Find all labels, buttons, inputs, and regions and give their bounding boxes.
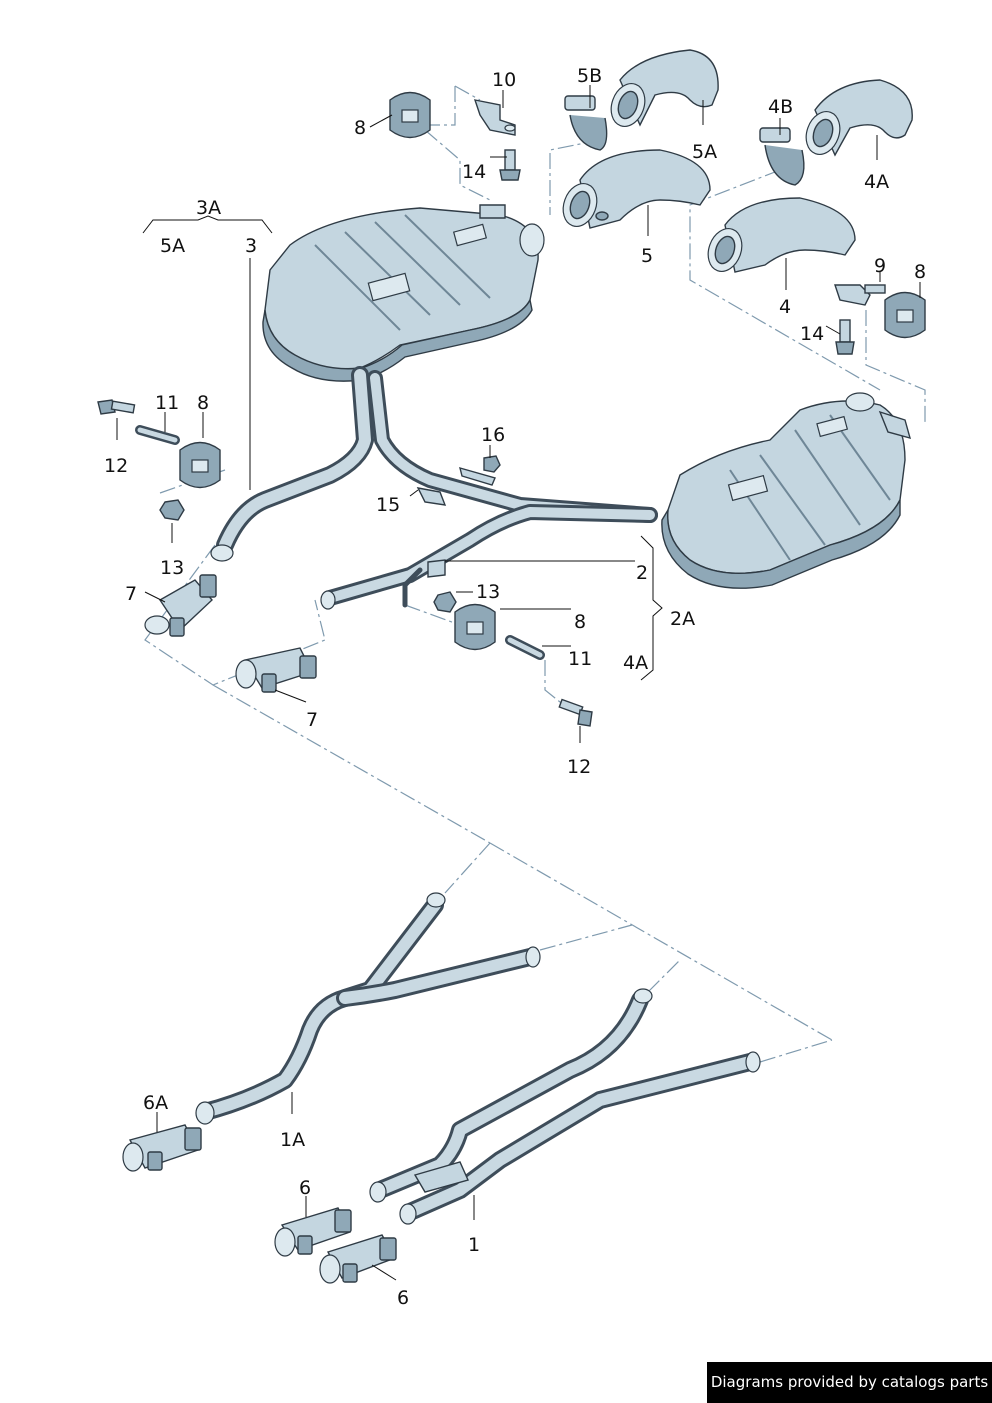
callout-16: 16	[481, 424, 505, 446]
bracket-10	[473, 99, 516, 136]
rear-muffler-left	[262, 204, 545, 382]
callout-10: 10	[492, 69, 516, 91]
bolt-14-right	[835, 319, 855, 355]
front-pipe-1	[369, 988, 761, 1225]
nut-16	[483, 455, 501, 473]
rear-muffler-right	[661, 392, 912, 589]
callout-11-left: 11	[155, 392, 179, 414]
spacer-11-left	[135, 425, 180, 445]
front-pipe-1A	[195, 892, 541, 1125]
callout-14-right: 14	[800, 323, 824, 345]
clamp-6-top	[274, 1207, 352, 1257]
tailpipe-4A	[805, 79, 913, 157]
callout-8-top: 8	[354, 117, 366, 139]
callout-14-top: 14	[462, 161, 486, 183]
callout-8-mid: 8	[574, 611, 586, 633]
callout-2: 2	[636, 562, 648, 584]
catalog-credit-banner: Diagrams provided by catalogs parts	[707, 1362, 992, 1403]
callout-6-bottom: 6	[397, 1287, 409, 1309]
rubber-hanger-8-top	[389, 91, 431, 139]
callout-6-top: 6	[299, 1177, 311, 1199]
callout-13-left: 13	[160, 557, 184, 579]
bolt-14-top	[499, 149, 521, 181]
callout-4B: 4B	[768, 96, 793, 118]
clamp-7-mid	[235, 647, 317, 693]
callout-15: 15	[376, 494, 400, 516]
bolt-12-mid	[558, 698, 593, 727]
callout-5: 5	[641, 245, 653, 267]
pipe-center-section	[320, 370, 658, 610]
callout-13-mid: 13	[476, 581, 500, 603]
callout-4A-mid: 4A	[623, 652, 648, 674]
callout-3A: 3A	[196, 197, 221, 219]
bolt-12-left	[97, 399, 136, 415]
clamp-6A	[122, 1124, 202, 1172]
callout-1A: 1A	[280, 1129, 305, 1151]
nut-13-mid	[433, 591, 457, 613]
callout-4: 4	[779, 296, 791, 318]
callout-4A-top: 4A	[864, 171, 889, 193]
bracket-15	[416, 466, 496, 506]
callout-11-mid: 11	[568, 648, 592, 670]
spacer-11-mid	[505, 635, 545, 660]
callout-8-left: 8	[197, 392, 209, 414]
callout-9: 9	[874, 255, 886, 277]
callout-5B: 5B	[577, 65, 602, 87]
bracket-9	[834, 284, 886, 306]
clamp-6-bottom	[319, 1234, 397, 1284]
callout-2A: 2A	[670, 608, 695, 630]
callout-5A-right: 5A	[692, 141, 717, 163]
nut-13-left	[159, 499, 185, 521]
callout-7-left: 7	[125, 583, 137, 605]
pipe-left-from-muffler	[210, 366, 374, 562]
leader-lines	[116, 85, 921, 1281]
callout-7-mid: 7	[306, 709, 318, 731]
rubber-hanger-8-right	[884, 291, 926, 339]
clamp-4B	[759, 127, 805, 186]
tailpipe-4	[707, 197, 856, 273]
callout-6A: 6A	[143, 1092, 168, 1114]
callouts: 3A 5A 3 8 10 14 5B 5A 5 4B 4A 4 9 8 14 1…	[104, 65, 926, 1309]
clamp-7-left	[144, 574, 217, 637]
callout-12-mid: 12	[567, 756, 591, 778]
callout-5A-left: 5A	[160, 235, 185, 257]
rubber-hanger-8-mid	[454, 603, 496, 651]
callout-3: 3	[245, 235, 257, 257]
rubber-hanger-8-left	[179, 441, 221, 489]
tailpipe-5	[562, 149, 711, 229]
callout-12-left: 12	[104, 455, 128, 477]
callout-1: 1	[468, 1234, 480, 1256]
tailpipe-5A	[610, 49, 719, 127]
callout-8-right: 8	[914, 261, 926, 283]
clamp-5B	[564, 95, 608, 151]
